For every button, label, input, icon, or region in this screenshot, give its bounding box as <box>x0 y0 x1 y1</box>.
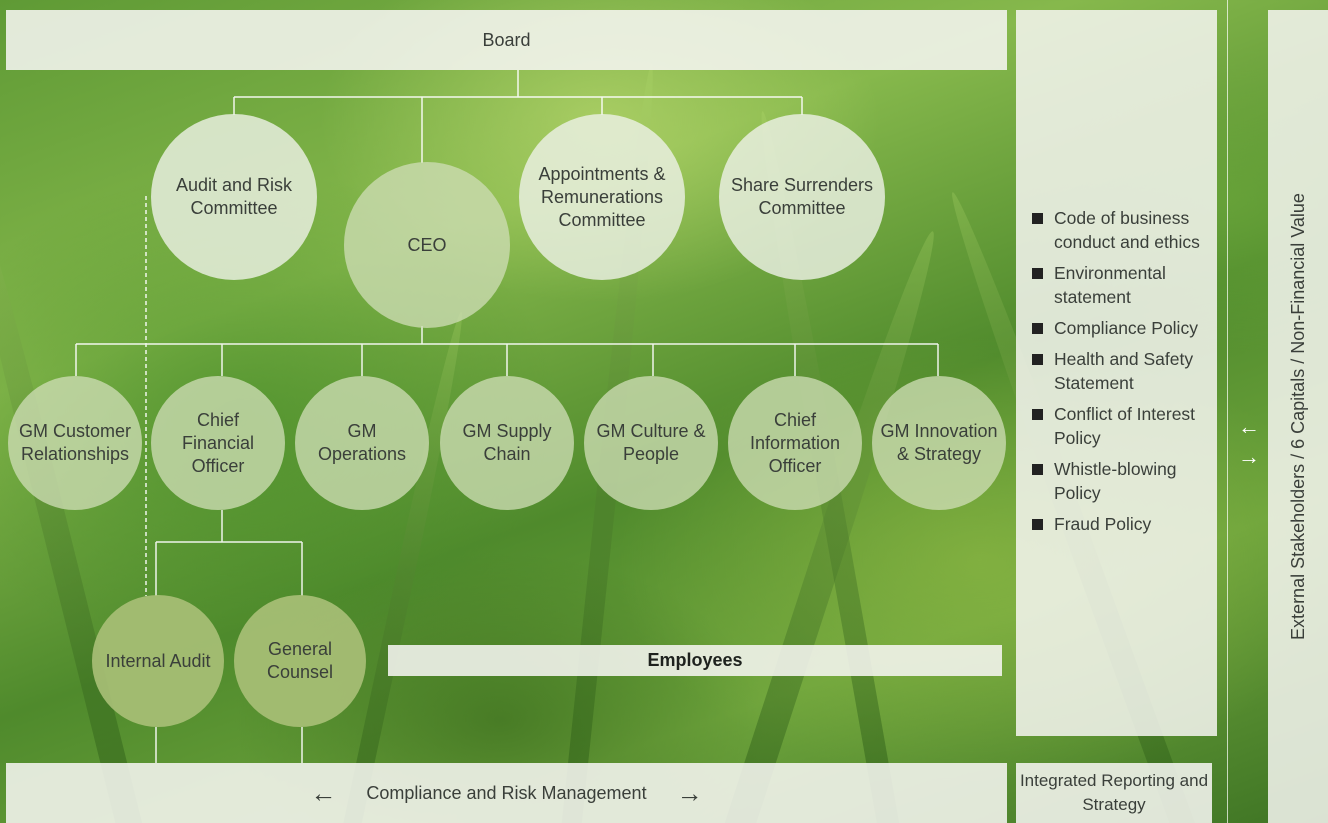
policy-item: Environmental statement <box>1032 261 1214 309</box>
manager-node: Chief Information Officer <box>728 376 862 510</box>
policy-item: Compliance Policy <box>1032 316 1214 340</box>
right-arrow-icon: → <box>1238 444 1260 469</box>
policy-label: Fraud Policy <box>1054 514 1152 534</box>
integrated-reporting-label: Integrated Reporting and Strategy <box>1019 771 1209 814</box>
internal-audit-node: Internal Audit <box>92 595 224 727</box>
employees-bar: Employees <box>388 645 1002 676</box>
policy-panel: Code of business conduct and ethics Envi… <box>1016 10 1217 736</box>
bullet-icon <box>1032 354 1043 365</box>
share-surrenders-committee-label: Share Surrenders Committee <box>730 175 874 218</box>
stakeholder-panel <box>1268 10 1328 823</box>
bullet-icon <box>1032 409 1043 420</box>
manager-node: Chief Financial Officer <box>151 376 285 510</box>
policy-item: Health and Safety Statement <box>1032 347 1214 395</box>
bullet-icon <box>1032 268 1043 279</box>
share-surrenders-committee: Share Surrenders Committee <box>719 114 885 280</box>
compliance-bar: ← Compliance and Risk Management → <box>6 763 1007 823</box>
policy-item: Conflict of Interest Policy <box>1032 402 1214 450</box>
stakeholder-text-wrap: External Stakeholders / 6 Capitals / Non… <box>1268 10 1328 823</box>
board-bar: Board <box>6 10 1007 70</box>
general-counsel-label: General Counsel <box>266 639 334 682</box>
appointments-committee-label: Appointments & Remunerations Committee <box>538 163 666 230</box>
integrated-reporting-bar: Integrated Reporting and Strategy <box>1016 763 1212 823</box>
left-arrow-icon: ← <box>310 778 337 808</box>
policy-item: Code of business conduct and ethics <box>1032 206 1214 254</box>
right-arrow-icon: → <box>676 778 703 808</box>
policy-label: Conflict of Interest Policy <box>1054 404 1196 448</box>
bullet-icon <box>1032 464 1043 475</box>
manager-node: GM Operations <box>295 376 429 510</box>
manager-label: GM Operations <box>317 421 407 464</box>
stakeholder-label: External Stakeholders / 6 Capitals / Non… <box>1287 193 1308 640</box>
ceo-node: CEO <box>344 162 510 328</box>
audit-risk-committee: Audit and Risk Committee <box>151 114 317 280</box>
left-arrow-icon: ← <box>1238 414 1260 439</box>
manager-label: GM Customer Relationships <box>18 421 132 464</box>
board-label: Board <box>482 29 531 50</box>
policy-list: Code of business conduct and ethics Envi… <box>1032 206 1214 543</box>
employees-label: Employees <box>647 650 743 670</box>
manager-label: GM Supply Chain <box>462 421 552 464</box>
side-arrows: ← → <box>1236 412 1262 472</box>
audit-risk-committee-label: Audit and Risk Committee <box>175 175 293 218</box>
bullet-icon <box>1032 213 1043 224</box>
manager-label: Chief Information Officer <box>749 409 841 476</box>
manager-node: GM Supply Chain <box>440 376 574 510</box>
internal-audit-label: Internal Audit <box>105 650 211 671</box>
divider <box>1227 0 1228 823</box>
policy-label: Health and Safety Statement <box>1054 349 1194 393</box>
bullet-icon <box>1032 519 1043 530</box>
policy-label: Whistle-blowing Policy <box>1054 459 1177 503</box>
manager-label: Chief Financial Officer <box>181 409 255 476</box>
manager-label: GM Innovation & Strategy <box>880 421 998 464</box>
policy-item: Fraud Policy <box>1032 512 1214 536</box>
policy-label: Code of business conduct and ethics <box>1054 208 1200 252</box>
policy-label: Compliance Policy <box>1054 318 1198 338</box>
manager-node: GM Innovation & Strategy <box>872 376 1006 510</box>
appointments-committee: Appointments & Remunerations Committee <box>519 114 685 280</box>
manager-node: GM Customer Relationships <box>8 376 142 510</box>
compliance-label: Compliance and Risk Management <box>366 782 647 803</box>
general-counsel-node: General Counsel <box>234 595 366 727</box>
manager-node: GM Culture & People <box>584 376 718 510</box>
policy-item: Whistle-blowing Policy <box>1032 457 1214 505</box>
bullet-icon <box>1032 323 1043 334</box>
ceo-label: CEO <box>407 234 447 255</box>
policy-label: Environmental statement <box>1054 263 1166 307</box>
manager-label: GM Culture & People <box>596 421 706 464</box>
